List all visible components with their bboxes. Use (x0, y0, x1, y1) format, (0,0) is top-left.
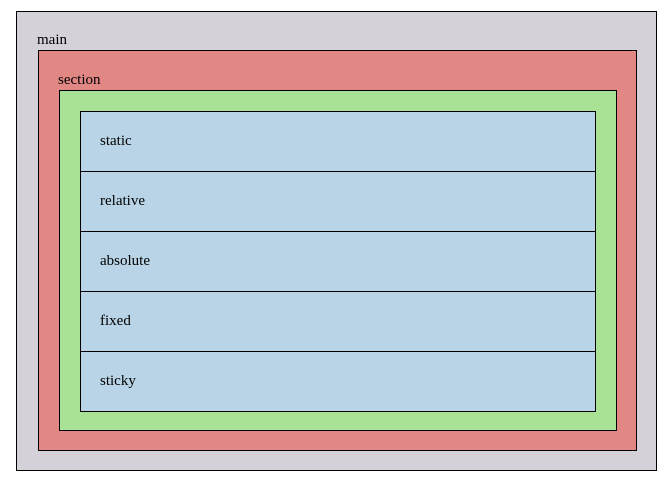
main-container: main section static relative absolute fi… (16, 11, 657, 471)
section-container: section static relative absolute fixed s… (38, 50, 637, 451)
inner-container: static relative absolute fixed sticky (59, 90, 617, 431)
list-item-relative: relative (80, 172, 596, 232)
list-item-label: absolute (100, 253, 150, 269)
section-label: section (58, 72, 101, 88)
list-item-label: static (100, 133, 132, 149)
list-item-label: fixed (100, 313, 131, 329)
list-item-static: static (80, 112, 596, 172)
position-list: static relative absolute fixed sticky (80, 111, 596, 412)
list-item-label: relative (100, 193, 145, 209)
list-item-label: sticky (100, 373, 136, 389)
list-item-absolute: absolute (80, 232, 596, 292)
list-item-sticky: sticky (80, 352, 596, 412)
list-item-fixed: fixed (80, 292, 596, 352)
main-label: main (37, 32, 67, 48)
